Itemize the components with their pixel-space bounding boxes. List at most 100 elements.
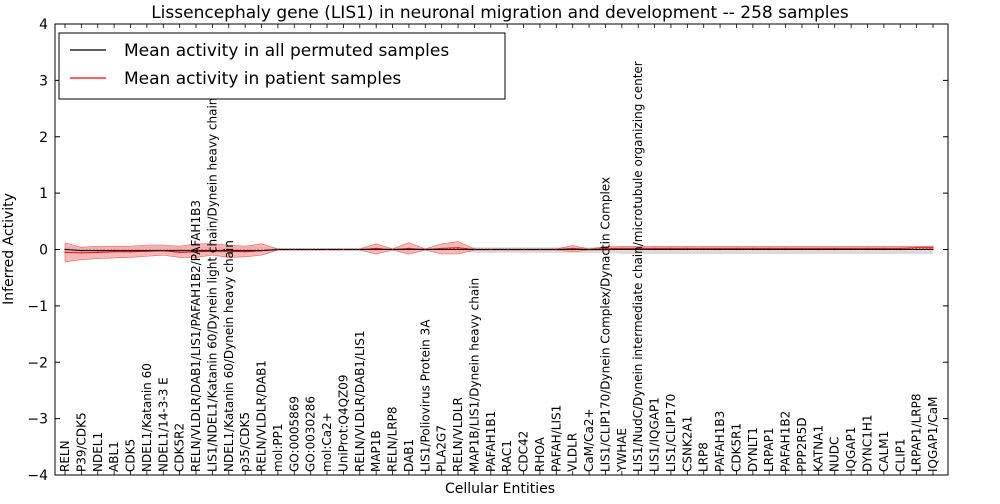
patient-point [522,248,525,251]
x-tick-label: p35/CDK5 [238,412,252,472]
permuted-point [932,248,934,251]
patient-point [932,247,934,249]
x-tick-label: CDK5R1 [729,423,743,472]
patient-point [621,247,623,249]
patient-point [391,248,394,251]
patient-point [408,247,410,249]
x-tick-label: RELN/VLDLR/DAB1/LIS1 [353,331,367,472]
x-tick-label: MAP1B/LIS1/Dynein heavy chain [467,278,481,472]
legend-box [58,32,506,100]
x-tick-label: LIS1/IQGAP1 [648,397,662,472]
patient-point [490,248,492,251]
permuted-point [719,248,721,251]
patient-point [80,252,82,254]
x-tick-label: GO:0005869 [287,396,301,472]
patient-point [653,247,656,249]
x-tick-label: LIS1/CLIP170 [664,394,678,472]
x-tick-label: CALM1 [877,431,891,472]
x-tick-label: YWHAE [615,428,629,473]
patient-point [441,247,443,249]
patient-point [457,247,459,249]
permuted-point [97,250,99,252]
patient-point [735,247,738,249]
permuted-point [686,248,688,251]
x-tick-label: PAFAH/LIS1 [549,405,563,472]
patient-point [719,247,721,249]
x-tick-label: CLIP1 [893,439,907,472]
x-tick-label: ABL1 [107,441,121,472]
x-tick-label: DYNLT1 [746,427,760,472]
x-tick-label: CDK5 [124,439,138,472]
y-tick-label: 4 [39,17,48,33]
permuted-point [113,250,115,252]
permuted-point [457,248,459,251]
patient-point [342,248,345,251]
legend-label-patient: Mean activity in patient samples [124,69,401,89]
x-tick-label: LIS1/CLIP170/Dynein Complex/Dynactin Com… [598,177,612,472]
y-tick-label: 1 [39,186,48,202]
x-tick-label: RELN/VLDLR/DAB1/LIS1/PAFAH1B2/PAFAH1B3 [189,200,203,472]
permuted-point [768,248,770,251]
permuted-point [129,250,132,252]
patient-point [162,250,164,252]
x-tick-label: MAP1B [369,430,383,472]
x-tick-label: LRPAP1/LRP8 [910,393,924,472]
permuted-point [653,248,656,251]
patient-point [850,247,852,249]
patient-point [179,251,181,253]
legend: Mean activity in all permuted samples Me… [58,32,506,100]
permuted-point [785,248,787,251]
patient-point [260,250,263,252]
x-tick-label: LIS1/Poliovirus Protein 3A [418,319,432,472]
patient-point [375,247,377,249]
permuted-point [604,248,607,251]
patient-point [539,248,541,251]
permuted-point [408,248,410,251]
patient-point [834,247,836,249]
x-tick-label: PLA2G7 [435,425,449,472]
permuted-point [572,248,574,251]
plot-area [64,241,934,263]
patient-point [768,247,770,249]
x-tick-label: PAFAH1B3 [713,411,727,472]
x-tick-label: KATNA1 [811,425,825,472]
patient-point [113,251,115,253]
x-tick-label: P39/CDK5 [74,412,88,472]
x-tick-label: RELN/LRP8 [386,406,400,472]
x-tick-label: LIS1/NudC/Dynein intermediate chain/micr… [631,61,645,472]
permuted-point [899,248,901,251]
permuted-point [80,250,82,252]
y-tick-label: −3 [27,412,48,428]
permuted-point [195,250,197,252]
x-tick-label: RELN/VLDLR [451,397,465,472]
patient-point [146,250,148,252]
permuted-line [64,248,933,252]
patient-point [588,248,590,251]
x-tick-label: IQGAP1 [844,427,858,472]
patient-point [899,247,901,249]
y-tick-label: −1 [27,299,48,315]
patient-point [752,247,754,249]
permuted-point [621,248,623,251]
patient-point [801,247,803,249]
patient-point [473,248,476,251]
permuted-point [703,248,705,251]
permuted-point [64,248,66,251]
patient-point [916,247,918,249]
y-tick-label: 0 [39,243,48,259]
permuted-point [752,248,754,251]
x-tick-label: LRP8 [697,442,711,472]
permuted-point [670,248,672,251]
permuted-point [817,248,819,251]
patient-point [506,248,508,251]
permuted-point [834,248,836,251]
x-tick-label: LIS1/NDEL1/Katanin 60/Dynein light chain… [205,98,219,472]
x-tick-label: NDEL1/Katanin 60/Dynein heavy chain [222,240,236,472]
patient-point [326,248,328,251]
x-tick-label: DYNC1H1 [860,414,874,472]
chart-title: Lissencephaly gene (LIS1) in neuronal mi… [151,3,849,23]
permuted-point [866,248,869,251]
patient-point [817,247,819,249]
